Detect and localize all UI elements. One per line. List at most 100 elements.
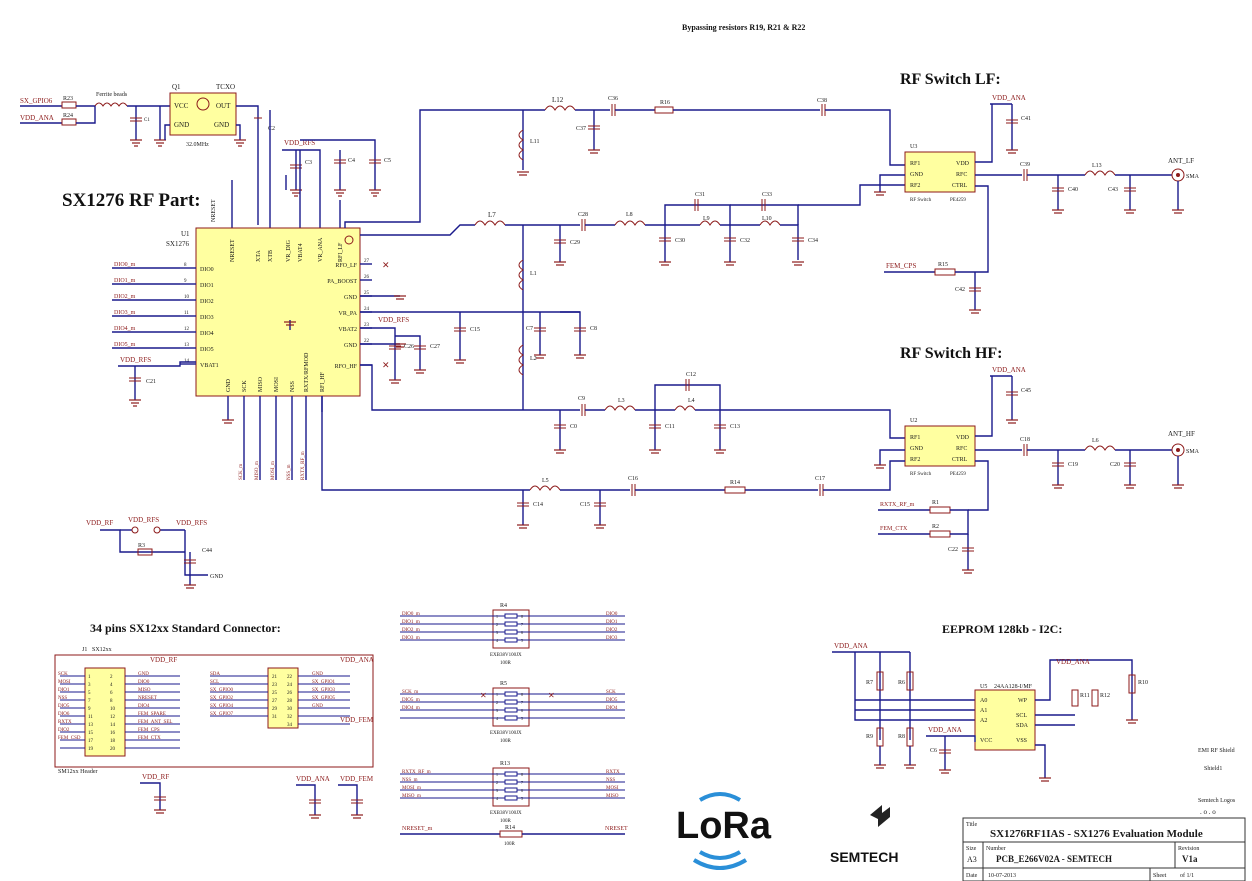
jumper-pad	[131, 526, 139, 534]
label-l10: L10	[762, 216, 772, 222]
label-c29: C29	[570, 240, 580, 246]
label-l13: L13	[1092, 163, 1102, 169]
switch-hf-title: RF Switch HF:	[900, 345, 1003, 362]
resistor-array-pin: 7	[521, 700, 523, 705]
resistor-r11	[1071, 689, 1079, 707]
net-rxtx-rf: RXTX_RF_m	[880, 502, 915, 508]
ic-bottom-pin-label: RFI_HF	[320, 371, 326, 392]
wire	[854, 652, 975, 721]
label-l4: L4	[688, 398, 695, 404]
resistor-r3	[137, 548, 153, 556]
switch-hf-ref: U2	[910, 418, 917, 424]
j1-left-label: FEM_CSD	[58, 736, 81, 741]
eeprom-vss: VSS	[1016, 738, 1027, 744]
label-l7: L7	[488, 211, 496, 219]
j2-right-pin-num: 24	[287, 683, 293, 688]
wire	[1035, 659, 1133, 720]
rf-part-title: SX1276 RF Part:	[62, 190, 201, 211]
resistor-array-element	[504, 787, 518, 793]
lora-text: LoRa	[676, 805, 772, 847]
tcxo-vcc: VCC	[174, 102, 189, 110]
j1-right-pin-num: 16	[110, 731, 116, 736]
resistor-array-right-net: DIO4	[606, 706, 618, 711]
resistor-r16	[654, 106, 674, 114]
resistor-array-left-net: RXTX_RF_m	[402, 770, 431, 775]
wire	[823, 460, 905, 491]
ic-name: SX1276	[166, 240, 189, 248]
resistor-array-pin: 8	[521, 692, 523, 697]
emi-shield-label: EMI RF Shield	[1198, 748, 1235, 754]
net-fem-cps: FEM_CPS	[886, 262, 916, 270]
net-vdd-ana-tcxo: VDD_ANA	[20, 114, 54, 122]
eeprom-u5	[974, 689, 1036, 751]
wire	[968, 460, 989, 511]
resistor-array-right-net: DIO0	[606, 612, 618, 617]
eeprom-ref: U5	[980, 684, 987, 690]
j1-left-label: NSS	[58, 696, 67, 701]
wire-rfi-lf	[344, 109, 545, 228]
switch-lf-title: RF Switch LF:	[900, 71, 1001, 88]
label-l11: L11	[530, 139, 539, 145]
wire	[140, 782, 161, 810]
net-vdd-rfs-top: VDD_RFS	[284, 139, 315, 147]
label-c19: C19	[1068, 462, 1078, 468]
switch-lf-vdd: VDD	[956, 161, 970, 167]
resistor-array-pin: 2	[496, 780, 498, 785]
switch-hf-name: RF Switch	[910, 472, 932, 477]
ic-pin1-dot	[344, 235, 354, 245]
label-r16: R16	[660, 100, 670, 106]
resistor-array-left-net: DIO4_m	[402, 706, 420, 711]
tcxo-q1	[169, 92, 237, 136]
tcxo-freq: 32.0MHz	[186, 142, 209, 148]
resistor-r2	[929, 530, 951, 538]
switch-hf-rf2: RF2	[910, 457, 920, 463]
label-l6: L6	[1092, 438, 1099, 444]
ic-sx1276	[195, 227, 361, 397]
wire	[926, 735, 976, 742]
gnd-label: GND	[210, 574, 224, 580]
semtech-text: SEMTECH	[830, 849, 898, 865]
eeprom-scl: SCL	[1016, 713, 1027, 719]
label-c32: C32	[740, 238, 750, 244]
j1-left-label: DIO1	[58, 688, 70, 693]
ferrite-bead	[94, 102, 128, 107]
label-c14: C14	[533, 502, 543, 508]
resistor-r7	[876, 671, 884, 691]
resistor-array-ref: R4	[500, 603, 507, 609]
j2-left-pin-num: 27	[272, 699, 278, 704]
label-c9: C9	[578, 396, 585, 402]
j1-left-label: DIO5	[58, 704, 70, 709]
net-vdd-ana-conn: VDD_ANA	[340, 656, 374, 664]
ic-pin-nreset-top: NRESET	[211, 199, 217, 222]
label-c0: C0	[570, 424, 577, 430]
r14-value: 100R	[504, 842, 516, 847]
label-c37: C37	[576, 126, 586, 132]
resistor-array-right-net: MOSI	[606, 786, 619, 791]
resistor-array-pin: 2	[496, 622, 498, 627]
wire	[282, 149, 321, 228]
eeprom-a2: A2	[980, 718, 987, 724]
label-r11: R11	[1080, 693, 1090, 699]
label-r15: R15	[938, 262, 948, 268]
wire	[720, 409, 905, 439]
label-c26: C26	[404, 344, 414, 350]
resistor-array-ref: R5	[500, 681, 507, 687]
j2-right-pin-num: 32	[287, 715, 293, 720]
j1-left-label: RXTX	[58, 720, 72, 725]
resistor-array-pin: 4	[496, 796, 498, 801]
wire	[236, 105, 259, 225]
inductor-l9	[699, 220, 721, 226]
resistor-r1	[929, 506, 951, 514]
resistor-array-part: EXB38V100JX	[490, 811, 522, 816]
ic-bottom-pin-label: MOSI	[274, 377, 280, 392]
label-c2: C2	[268, 126, 275, 132]
gnd-symbol	[234, 139, 246, 147]
bottom-net-label: MISO_m	[255, 461, 260, 480]
tb-sheet: of 1/1	[1180, 872, 1194, 879]
label-r7: R7	[866, 680, 873, 686]
wire	[118, 361, 196, 367]
switch-hf-part: PE4259	[950, 472, 966, 477]
j1-right-pin-num: 2	[110, 675, 113, 680]
ic-left-pin-num: 8	[184, 263, 187, 268]
semtech-logos-label: Semtech Logos	[1198, 798, 1236, 804]
